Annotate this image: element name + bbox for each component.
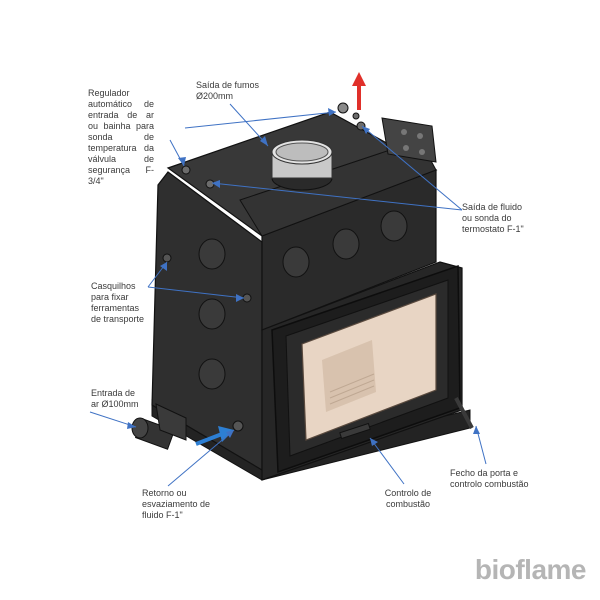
label-entrada-ar: Entrada de ar Ø100mm [91, 388, 139, 409]
label-retorno: Retorno ou esvaziamento de fluido F-1" [142, 488, 211, 520]
return-in-arrow [195, 426, 234, 446]
combustion-control-bar [339, 422, 371, 440]
fireplace-insert [131, 102, 474, 481]
flue-collar [271, 139, 333, 191]
front-chamfer [239, 139, 437, 237]
label-casquilhos: Casquilhos para fixar ferramentas de tra… [91, 281, 145, 324]
front-plates [282, 210, 408, 278]
flue-out-arrow [352, 72, 366, 110]
side-fittings [162, 253, 252, 432]
left-side-plates [198, 238, 226, 390]
label-controlo: Controlo de combustão [384, 488, 432, 509]
right-bracket [381, 117, 437, 163]
firebox-interior [322, 340, 376, 412]
label-saida-fumos: Saída de fumos Ø200mm [196, 80, 260, 101]
air-inlet-pipe [131, 403, 187, 450]
bioflame-logo: bioflame [474, 554, 587, 585]
label-fecho: Fecho da porta e controlo combustão [450, 468, 529, 489]
leader-lines [89, 103, 487, 487]
label-regulador: Regulador automático de entrada de ar ou… [88, 88, 154, 186]
leader-arrowheads [127, 108, 480, 446]
firebox-grate [329, 373, 375, 405]
door-handle [454, 397, 474, 429]
label-saida-fluido: Saída de fluido ou sonda do termostato F… [462, 202, 524, 234]
